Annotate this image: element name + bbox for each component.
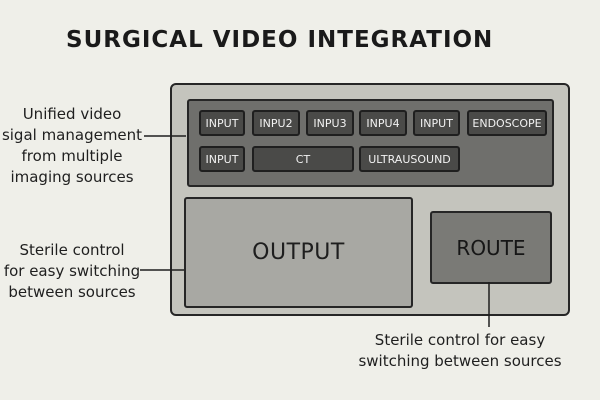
input-box-ultrasound: ULTRAUSOUND <box>359 146 460 172</box>
annotation-line: Unified video <box>22 105 122 123</box>
input-box-4: INPU4 <box>359 110 407 136</box>
annotation-line: Sterile control for easy <box>374 331 546 349</box>
annotation-line: switching between sources <box>358 352 562 370</box>
annotation-line: Sterile control <box>19 241 125 259</box>
annotation-line: from multiple <box>21 147 123 165</box>
integration-panel: INPUT INPU2 INPU3 INPU4 INPUT ENDOSCOPE … <box>170 83 570 316</box>
input-box-2: INPU2 <box>252 110 300 136</box>
input-box-endoscope: ENDOSCOPE <box>467 110 547 136</box>
route-box: ROUTE <box>430 211 552 284</box>
annotation-sterile-control-bottom: Sterile control for easy switching betwe… <box>350 330 570 372</box>
output-box: OUTPUT <box>184 197 413 308</box>
input-box-1: INPUT <box>199 110 245 136</box>
input-box-ct: CT <box>252 146 354 172</box>
annotation-line: for easy switching <box>3 262 141 280</box>
input-box-6: INPUT <box>199 146 245 172</box>
annotation-line: sigal management <box>1 126 143 144</box>
input-box-3: INPU3 <box>306 110 354 136</box>
diagram-title: SURGICAL VIDEO INTEGRATION <box>66 27 494 53</box>
annotation-line: imaging sources <box>10 168 134 186</box>
annotation-sterile-control-left: Sterile control for easy switching betwe… <box>0 240 148 303</box>
annotation-line: between sources <box>8 283 136 301</box>
annotation-unified-video: Unified video sigal management from mult… <box>0 104 152 188</box>
input-area: INPUT INPU2 INPU3 INPU4 INPUT ENDOSCOPE … <box>187 99 554 187</box>
input-box-5: INPUT <box>413 110 460 136</box>
